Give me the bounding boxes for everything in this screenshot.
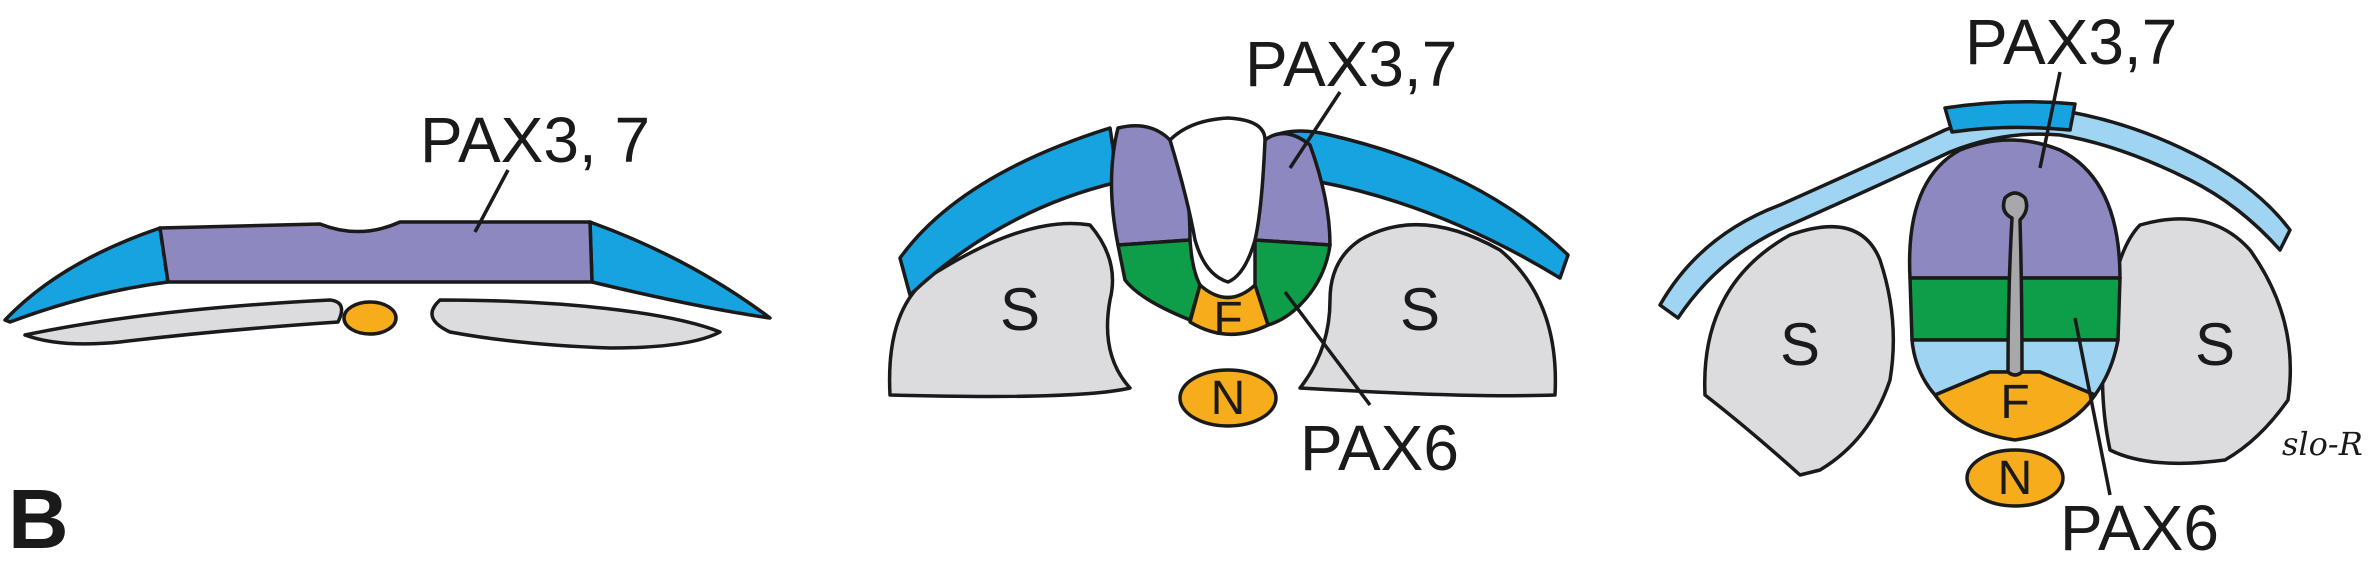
stage-2-pax37-leader: [1288, 91, 1342, 169]
stage-3-ectoderm-dorsal: [1943, 100, 2077, 134]
stage-2-floor-plate: [1188, 283, 1270, 336]
stage-2-floor-plate-label: F: [1213, 293, 1242, 346]
panel-letter: B: [8, 472, 69, 565]
stage-2-notochord: [1178, 368, 1278, 428]
stage-3-somite-left: [1703, 224, 1896, 477]
stage-2-pax6-label: PAX6: [1300, 412, 1459, 484]
stage-2-somite-right: [1298, 222, 1558, 398]
stage-3-notochord-label: N: [1998, 452, 2033, 505]
stage-1-neural-plate-pax37: [158, 220, 594, 284]
stage-1-notochord: [342, 300, 398, 336]
stage-3-central-canal: [2001, 191, 2029, 377]
stage-1-ectoderm-left: [3, 226, 170, 324]
stage-3-somite-left-label: S: [1780, 311, 1820, 378]
stage-2-somite-left-label: S: [1000, 276, 1040, 343]
stage-1-mesoderm-left: [23, 298, 344, 346]
stage-3-neural-tube: F N S S PAX3,7 PAX6: [1658, 6, 2292, 564]
stage-2-notochord-label: N: [1211, 372, 1246, 425]
stage-2-ventral-right-pax6: [1253, 238, 1332, 327]
stage-3-pax6-label: PAX6: [2060, 492, 2219, 564]
stage-2-ventral-left-pax6: [1116, 238, 1202, 322]
stage-2-pax37-label: PAX3,7: [1245, 28, 1457, 100]
stage-3-pax37-leader: [2038, 71, 2062, 169]
stage-1-ectoderm-right: [588, 220, 772, 320]
stage-3-floor-plate-label: F: [2000, 376, 2029, 429]
stage-2-pax6-leader: [1283, 290, 1372, 407]
stage-2-neural-groove: F N S S PAX3,7 PAX6: [887, 28, 1570, 484]
stage-3-pax6-leader: [2073, 317, 2112, 496]
stage-3-ectoderm: [1658, 108, 2292, 320]
artist-signature: slo-R: [2282, 425, 2363, 463]
stage-3-notochord: [1965, 448, 2065, 508]
stage-1-pax37-leader: [473, 169, 510, 233]
stage-1-neural-plate: PAX3, 7: [3, 104, 772, 350]
stage-3-pax37-label: PAX3,7: [1965, 6, 2177, 78]
stage-1-pax37-label: PAX3, 7: [420, 104, 650, 176]
stage-1-mesoderm-right: [430, 298, 722, 350]
stage-3-somite-right-label: S: [2195, 311, 2235, 378]
stage-2-somite-right-label: S: [1400, 276, 1440, 343]
stage-2-groove-lumen: [1168, 116, 1267, 284]
